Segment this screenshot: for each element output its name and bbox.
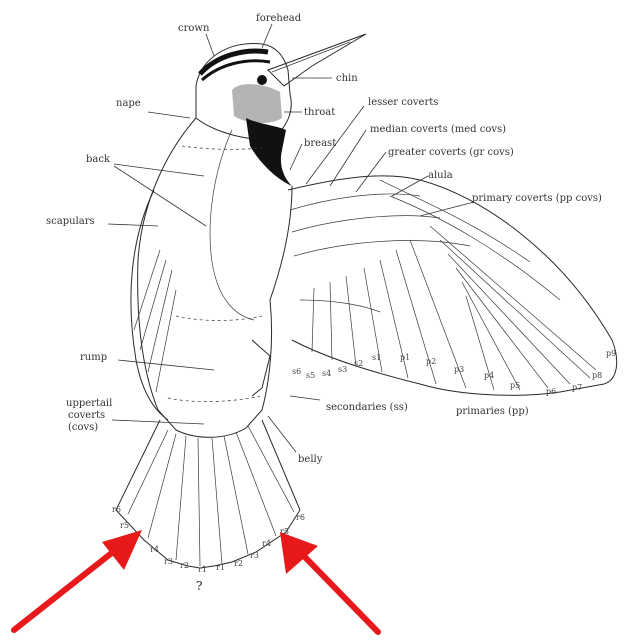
label-forehead: forehead xyxy=(256,13,302,24)
feather-number: r6 xyxy=(112,505,121,514)
label-chin: chin xyxy=(336,73,358,84)
feather-number: s1 xyxy=(372,353,381,362)
label-rump: rump xyxy=(80,352,107,363)
feather-number: p7 xyxy=(572,383,582,392)
label-secondaries: secondaries (ss) xyxy=(326,402,408,413)
eye xyxy=(257,75,267,85)
label-uppertail-coverts-1: uppertail xyxy=(66,398,112,409)
breast-bib xyxy=(246,118,292,186)
right-red-arrow xyxy=(280,532,378,632)
label-median-coverts: median coverts (med covs) xyxy=(370,124,506,135)
feather-number: s2 xyxy=(354,359,363,368)
feather-number: s5 xyxy=(306,371,315,380)
feather-numbers: s6 s5 s4 s3 s2 s1 p1 p2 p3 p4 p5 p6 p7 p… xyxy=(112,349,616,574)
label-primary-coverts: primary coverts (pp covs) xyxy=(472,193,602,204)
feather-number: p6 xyxy=(546,387,556,396)
feather-number: r4 xyxy=(150,545,159,554)
feather-number: p8 xyxy=(592,371,602,380)
feather-number: r2 xyxy=(180,561,189,570)
spread-wing xyxy=(288,176,617,395)
feather-number: s6 xyxy=(292,367,301,376)
feather-number: p3 xyxy=(454,365,464,374)
left-red-arrow xyxy=(14,530,142,630)
feather-number: r5 xyxy=(120,521,129,530)
feather-number: s3 xyxy=(338,365,347,374)
feather-number: r1 xyxy=(198,565,207,574)
label-uppertail-coverts-2: coverts xyxy=(68,410,105,421)
feather-number: r4 xyxy=(262,539,271,548)
tail xyxy=(116,420,300,568)
label-greater-coverts: greater coverts (gr covs) xyxy=(388,147,514,158)
feather-number: r6 xyxy=(296,513,305,522)
label-primaries: primaries (pp) xyxy=(456,406,529,417)
feather-number: p1 xyxy=(400,353,410,362)
feather-number: r1 xyxy=(216,563,225,572)
label-alula: alula xyxy=(428,170,453,181)
cheek-patch xyxy=(232,84,282,123)
label-belly: belly xyxy=(298,454,323,465)
feather-number: r3 xyxy=(250,551,259,560)
feather-number: r3 xyxy=(164,557,173,566)
label-nape: nape xyxy=(116,98,141,109)
label-crown: crown xyxy=(178,23,210,34)
label-scapulars: scapulars xyxy=(46,216,95,227)
feather-number: p5 xyxy=(510,381,520,390)
leader-lines xyxy=(108,24,474,452)
feather-number: p4 xyxy=(484,371,494,380)
feather-number: p9 xyxy=(606,349,616,358)
feather-number: p2 xyxy=(426,357,436,366)
label-question-mark: ? xyxy=(196,579,202,593)
label-throat: throat xyxy=(304,107,335,118)
feather-number: r2 xyxy=(234,559,243,568)
label-uppertail-coverts-3: (covs) xyxy=(68,422,98,433)
label-breast: breast xyxy=(304,138,336,149)
label-lesser-coverts: lesser coverts xyxy=(368,97,438,108)
feather-number: s4 xyxy=(322,369,331,378)
bird-drawing xyxy=(116,34,617,568)
label-back: back xyxy=(86,154,111,165)
